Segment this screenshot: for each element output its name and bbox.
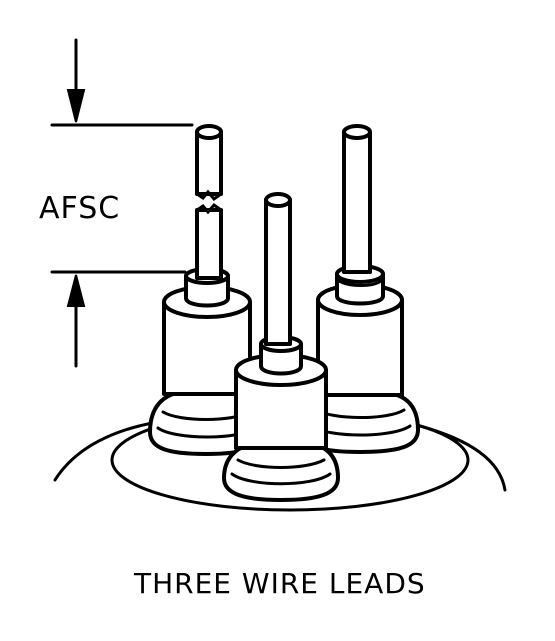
dimension-label: AFSC xyxy=(39,191,120,226)
terminal-left xyxy=(148,124,264,456)
terminal-right xyxy=(300,124,420,454)
diagram-caption: THREE WIRE LEADS xyxy=(133,567,426,600)
terminal-center xyxy=(222,192,340,502)
arrow-down-icon xyxy=(66,89,86,123)
dimension-marker xyxy=(50,38,194,368)
